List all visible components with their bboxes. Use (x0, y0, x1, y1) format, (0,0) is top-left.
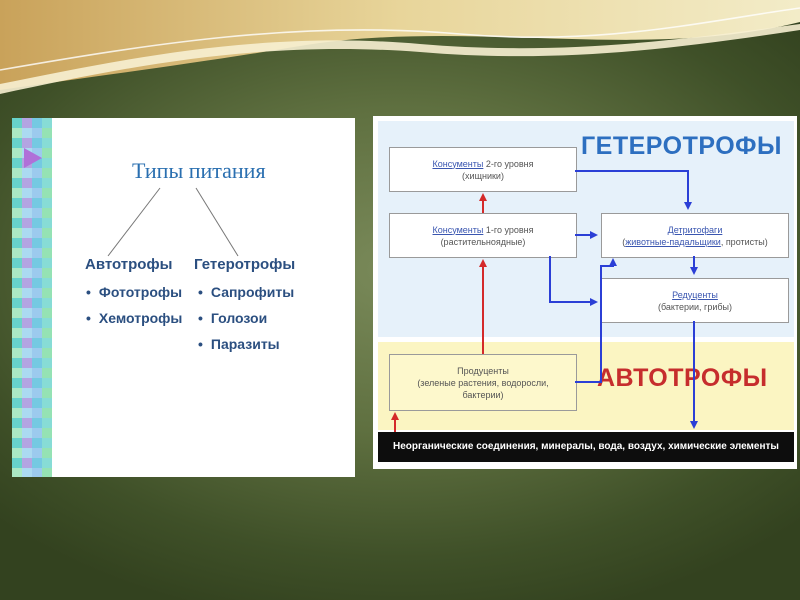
inorganic-compounds-bar: Неорганические соединения, минералы, вод… (378, 432, 794, 462)
nutrition-types-slide: Типы питания Автотрофы Фототрофы Хемотро… (12, 118, 355, 477)
slide-title: Типы питания (132, 158, 266, 183)
consumers-level1-box: Консументы 1-го уровня (растительноядные… (389, 213, 577, 258)
heterotroph-item: Голозои (198, 310, 267, 326)
consumers1-link[interactable]: Консументы (432, 224, 484, 235)
producers-title: Продуценты (457, 365, 509, 376)
arrow-producers-to-detrito (575, 258, 617, 383)
heterotroph-item: Паразиты (198, 336, 280, 352)
arrow-c2-to-detrito (575, 170, 692, 210)
consumers1-sub: (растительноядные) (440, 236, 526, 247)
autotroph-item: Хемотрофы (86, 310, 182, 326)
decorative-checker-strip (12, 118, 52, 477)
play-triangle-icon (24, 148, 42, 168)
scavengers-link[interactable]: животные-падальщики (625, 236, 721, 247)
consumers2-level: 2-го уровня (483, 158, 534, 169)
heterotrophs-label: ГЕТЕРОТРОФЫ (581, 132, 782, 160)
reducers-link[interactable]: Редуценты (672, 289, 718, 300)
consumers2-link[interactable]: Консументы (432, 158, 484, 169)
autotrophs-heading: Автотрофы (85, 256, 173, 273)
diagram-arrows (391, 170, 698, 432)
producers-sub-line1: (зеленые растения, водоросли, (417, 377, 549, 388)
detritophages-sub: , протисты) (720, 236, 768, 247)
consumers1-level: 1-го уровня (483, 224, 534, 235)
autotroph-item: Фототрофы (86, 284, 182, 300)
heterotroph-item: Сапрофиты (198, 284, 294, 300)
food-chain-diagram: Неорганические соединения, минералы, вод… (373, 116, 797, 469)
arrow-c1-to-reducers (549, 256, 598, 306)
detritophages-box: Детритофаги (животные-падальщики, протис… (601, 213, 789, 258)
detritophages-link[interactable]: Детритофаги (667, 224, 723, 235)
reducers-sub: (бактерии, грибы) (657, 301, 732, 312)
decorative-top-wave (0, 0, 800, 94)
heterotrophs-heading: Гетеротрофы (194, 256, 296, 273)
autotrophs-label: АВТОТРОФЫ (597, 364, 768, 392)
consumers2-sub: (хищники) (462, 170, 504, 181)
producers-box: Продуценты (зеленые растения, водоросли,… (389, 354, 577, 411)
producers-sub-line2: бактерии) (462, 389, 504, 400)
branch-lines (107, 187, 239, 257)
consumers-level2-box: Консументы 2-го уровня (хищники) (389, 147, 577, 192)
